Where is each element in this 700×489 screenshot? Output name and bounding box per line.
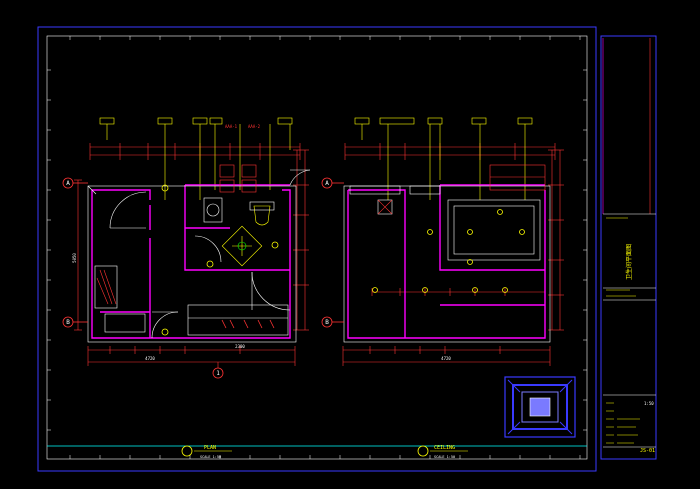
plan-grid-b-label: B (66, 319, 70, 326)
ceiling-scale: SCALE 1:50 (434, 455, 455, 459)
ceiling-grid-b-label: B (325, 319, 329, 326)
plan-caption: PLAN SCALE 1:50 (181, 445, 232, 459)
outer-frame (37, 26, 597, 472)
inner-frame (46, 35, 588, 460)
plan-grid-1-label: 1 (216, 370, 220, 377)
title-block-contents: 卫生间平面图 1:50 JS-01 (603, 217, 656, 454)
plan-grid-1-bubble (212, 367, 224, 379)
scale-value: 1:50 (644, 401, 654, 406)
border-ticks (47, 36, 587, 459)
svg-text:AAA-2: AAA-2 (248, 124, 261, 129)
drawing-title: 卫生间平面图 (625, 244, 633, 280)
plan-grid-a-label: A (66, 180, 70, 187)
plan-dim-seg-bottom: 2300 (235, 344, 245, 349)
ceiling-caption: CEILING SCALE 1:50 (417, 445, 468, 459)
title-block (600, 35, 657, 460)
ceiling-drawing[interactable]: A B 4720 (321, 117, 564, 366)
ceiling-title: CEILING (434, 445, 455, 451)
plan-dim-total-left: 5050 (72, 253, 77, 263)
plan-drawing[interactable]: AAA-1 AAA-2 (62, 117, 311, 379)
plan-title: PLAN (204, 445, 216, 451)
plan-scale: SCALE 1:50 (200, 455, 221, 459)
ceiling-dim-total-bottom: 4720 (441, 356, 451, 361)
drawing-number: JS-01 (640, 448, 655, 454)
key-plan-thumbnail (504, 376, 576, 438)
plan-dim-total-bottom: 4720 (145, 356, 155, 361)
svg-text:AAA-1: AAA-1 (225, 124, 238, 129)
ceiling-grid-a-label: A (325, 180, 329, 187)
